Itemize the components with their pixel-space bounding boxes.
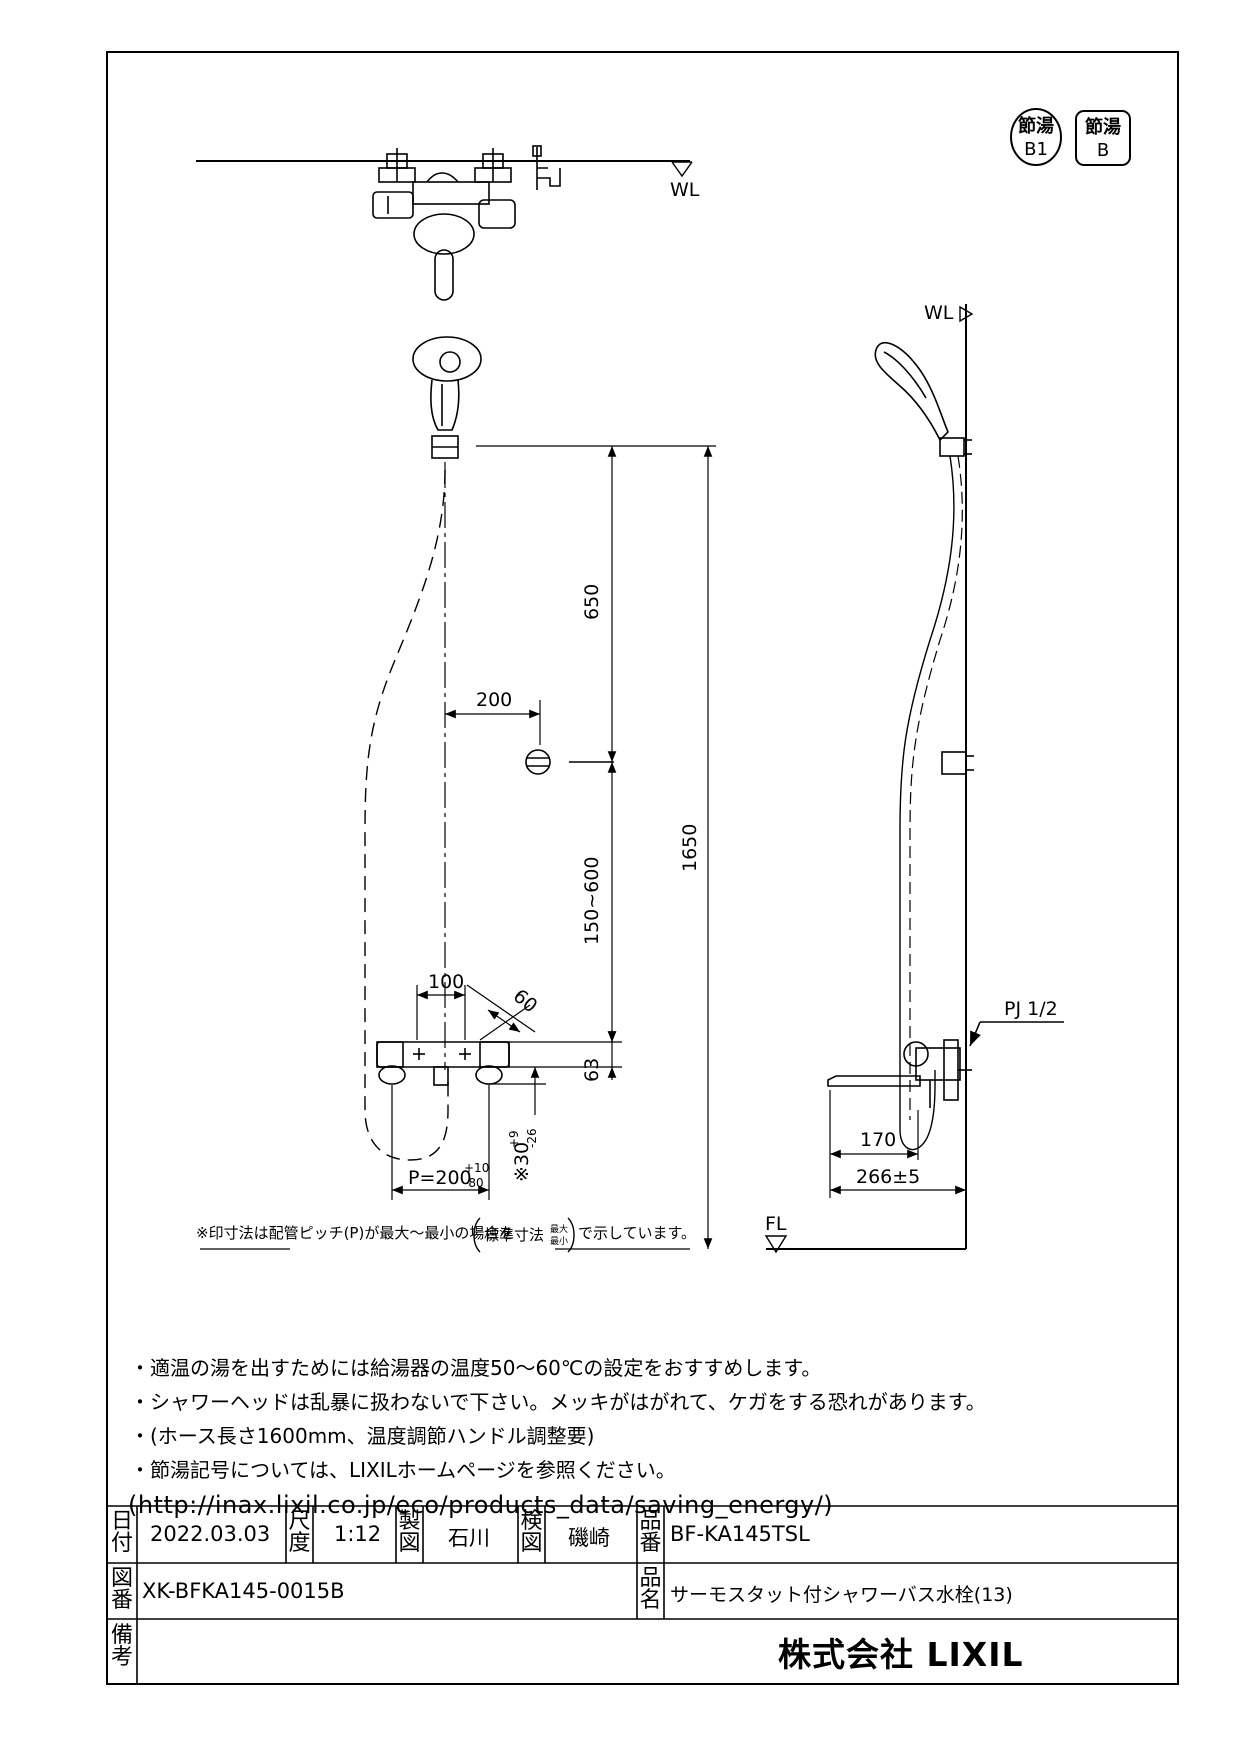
badge-b1-top: 節湯 [1018,115,1054,137]
product-name-value: サーモスタット付シャワーバス水栓(13) [670,1584,1013,1606]
note-3: ・(ホース長さ1600mm、温度調節ハンドル調整要) [130,1424,595,1448]
footnote: ※印寸法は配管ピッチ(P)が最大～最小の場合を 標準寸法 最大 最小 で示してい… [196,1217,696,1253]
dim-pitch: P=200 [408,1167,472,1189]
dim-30: ※30 [511,1142,533,1182]
side-view [764,304,1064,1254]
note-4: ・節湯記号については、LIXILホームページを参照ください。 [130,1458,676,1482]
side-dimensions [829,1090,966,1198]
pj-label: PJ 1/2 [1004,998,1058,1020]
dim-pitch-tol-upper: +10 [464,1161,489,1175]
footnote-post: で示しています。 [578,1224,696,1242]
part-no-label: 品番 [639,1509,662,1556]
footnote-min: 最小 [550,1236,568,1247]
drawing-no-value: XK-BFKA145-0015B [142,1579,345,1603]
checked-value: 磯崎 [568,1526,610,1550]
dim-200: 200 [476,689,512,711]
sheet-border [106,51,1179,1685]
badge-b-bottom: B [1097,140,1109,161]
dim-650: 650 [581,584,603,620]
dim-100: 100 [428,971,464,993]
dim-150-600: 150~600 [581,857,603,945]
date-label: 日付 [110,1509,133,1556]
dim-1650: 1650 [679,824,701,872]
dim-63: 63 [581,1058,603,1082]
top-view [196,145,693,301]
checked-label: 検図 [520,1509,543,1556]
badge-b-top: 節湯 [1085,116,1121,138]
scale-value: 1:12 [334,1522,382,1546]
water-saving-badge-b: 節湯 B [1075,110,1131,166]
wl-label-side: WL [924,302,954,324]
dim-30-tol-lower: -26 [525,1128,539,1148]
drawn-value: 石川 [448,1526,490,1550]
front-dimensions [391,446,713,1249]
dim-170: 170 [860,1129,896,1151]
title-block-grid [107,1505,1178,1684]
note-1: ・適温の湯を出すためには給湯器の温度50～60℃の設定をおすすめします。 [130,1356,822,1380]
company-logo-text: 株式会社 LIXIL [778,1635,1024,1674]
wl-label-top: WL [670,179,700,201]
scale-label: 尺度 [288,1509,311,1556]
remarks-label: 備考 [110,1623,133,1670]
footnote-pre: ※印寸法は配管ピッチ(P)が最大～最小の場合を [196,1224,514,1242]
fl-label: FL [765,1213,787,1235]
water-saving-badge-b1: 節湯 B1 [1010,108,1062,166]
part-no-value: BF-KA145TSL [670,1522,810,1546]
note-2: ・シャワーヘッドは乱暴に扱わないで下さい。メッキがはがれて、ケガをする恐れがあり… [130,1390,986,1414]
front-view [200,336,716,1250]
badge-b1-bottom: B1 [1024,139,1048,160]
dim-60: 60 [509,985,542,1017]
drawing-no-label: 図番 [110,1566,133,1613]
dim-266: 266±5 [856,1166,920,1188]
footnote-std: 標準寸法 [484,1226,544,1244]
dim-30-tol-upper: +9 [507,1130,521,1148]
reference-url: (http://inax.lixil.co.jp/eco/products_da… [128,1491,834,1519]
date-value: 2022.03.03 [150,1522,271,1546]
footnote-max: 最大 [550,1223,568,1235]
dim-pitch-tol-lower: -80 [464,1176,484,1190]
product-name-label: 品名 [639,1566,662,1613]
drawn-label: 製図 [398,1509,421,1556]
